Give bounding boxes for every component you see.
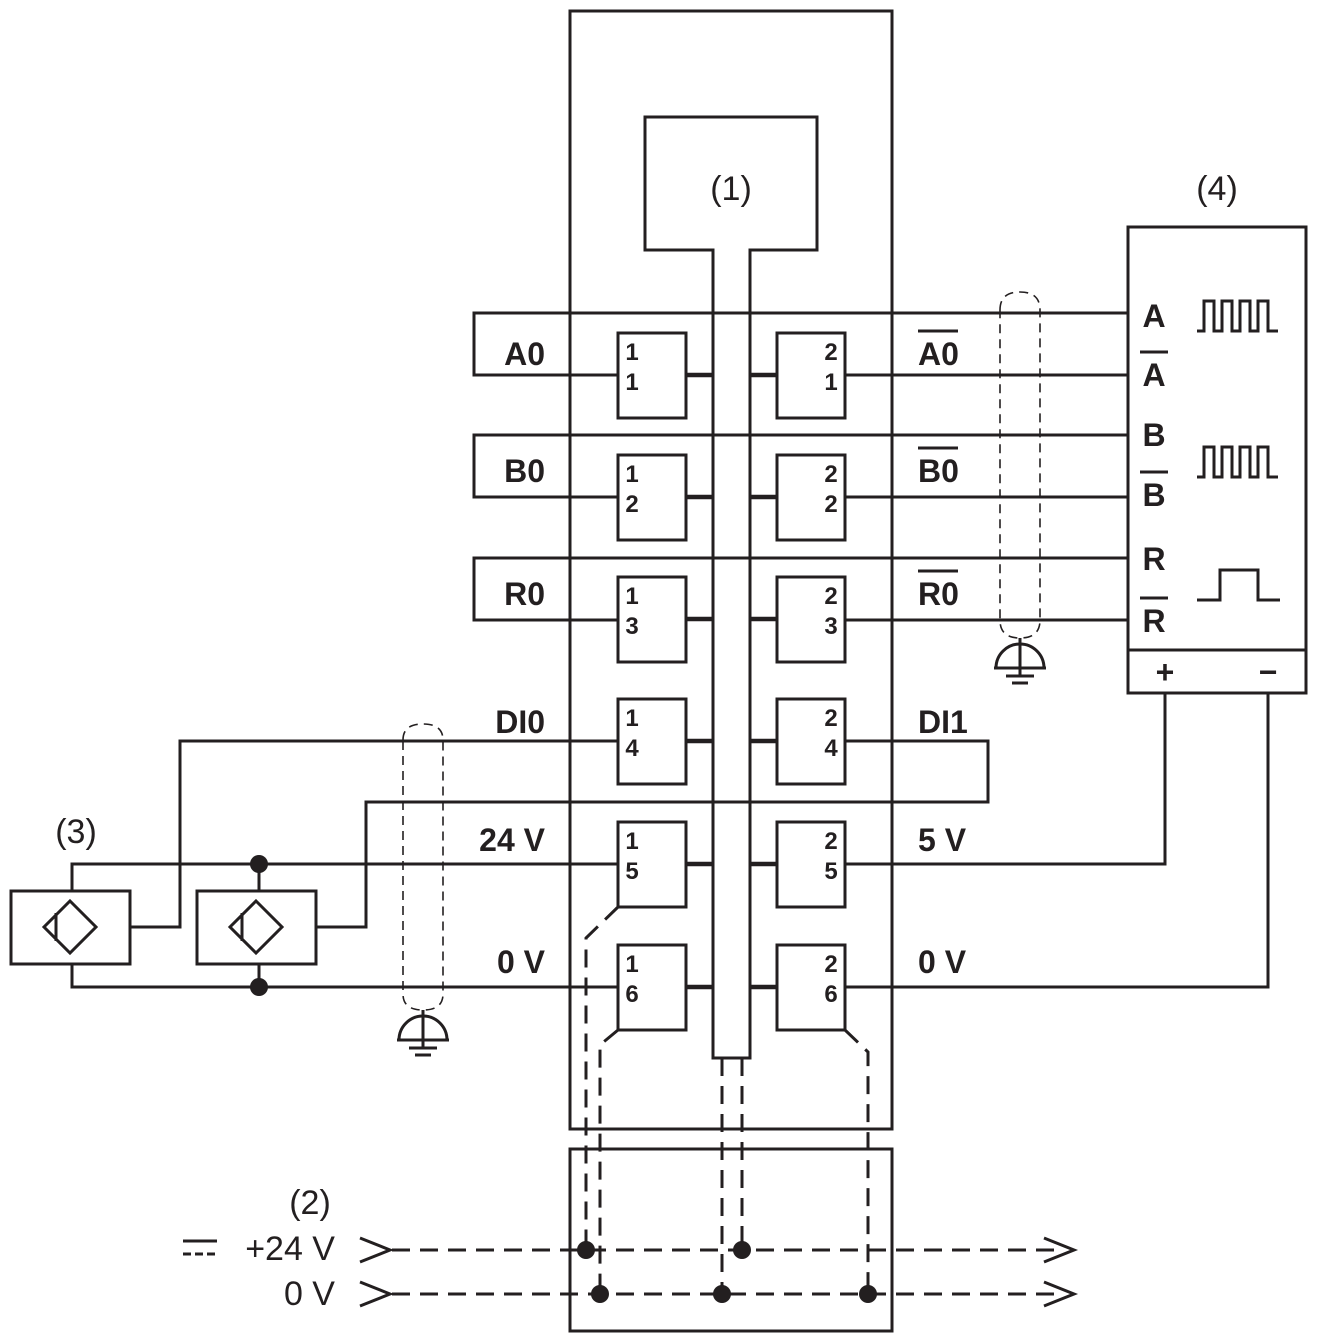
terminal-number: 2 <box>824 951 837 978</box>
left-signal-labels: A0 B0 R0 DI0 24 V 0 V <box>479 336 545 980</box>
callout-3: (3) <box>55 813 97 851</box>
label-b0-not: B0 <box>918 453 959 489</box>
encoder-a: A <box>1142 298 1165 334</box>
label-a0: A0 <box>504 336 545 372</box>
terminal-number: 6 <box>824 981 837 1008</box>
callout-2: (2) <box>289 1184 331 1222</box>
terminal-bus-links <box>686 372 777 990</box>
encoder-plus: + <box>1156 654 1175 690</box>
label-a0-not: A0 <box>918 336 959 372</box>
terminal-number: 1 <box>824 369 837 396</box>
encoder-wires-right <box>845 373 1128 622</box>
terminal-number: 1 <box>625 339 638 366</box>
junction-dot <box>577 1241 595 1259</box>
power-label-24v: +24 V <box>245 1230 335 1268</box>
terminal-number: 1 <box>625 461 638 488</box>
internal-power-links <box>584 905 870 1294</box>
terminal-number: 3 <box>824 613 837 640</box>
junction-dot <box>859 1285 877 1303</box>
encoder-power-wires <box>845 693 1270 989</box>
sensor-wires <box>70 739 990 989</box>
sensor-2 <box>195 889 318 966</box>
label-r0-not: R0 <box>918 576 959 612</box>
terminal-number: 2 <box>824 461 837 488</box>
label-0v-left: 0 V <box>497 944 546 980</box>
terminal-number: 1 <box>625 828 638 855</box>
power-label-0v: 0 V <box>284 1275 335 1313</box>
callout-1: (1) <box>710 170 752 208</box>
junction-dot <box>250 855 268 873</box>
terminal-number: 2 <box>625 491 638 518</box>
terminal-number: 6 <box>625 981 638 1008</box>
terminal-block-left <box>616 331 688 1032</box>
encoder-box <box>1126 225 1308 695</box>
terminal-number: 2 <box>824 705 837 732</box>
ground-icon <box>994 642 1046 685</box>
power-connector <box>568 1147 894 1333</box>
encoder-cable-shield <box>999 291 1041 648</box>
terminal-number: 3 <box>625 613 638 640</box>
label-5v: 5 V <box>918 822 967 858</box>
terminal-number: 5 <box>625 858 638 885</box>
junction-dot <box>250 978 268 996</box>
label-24v: 24 V <box>479 822 545 858</box>
encoder-r: R <box>1142 541 1165 577</box>
terminal-number: 5 <box>824 858 837 885</box>
terminal-number: 4 <box>625 735 639 762</box>
encoder-r-not: R <box>1142 603 1165 639</box>
label-r0: R0 <box>504 576 545 612</box>
terminal-2-2 <box>775 453 847 542</box>
label-di0: DI0 <box>495 704 545 740</box>
label-di1: DI1 <box>918 704 968 740</box>
terminal-number: 2 <box>824 583 837 610</box>
encoder-signals: A A B B R R + − <box>1140 298 1277 690</box>
internal-electronics <box>643 115 819 1060</box>
dc-symbol-icon <box>183 1239 217 1256</box>
terminal-number: 2 <box>824 828 837 855</box>
right-signal-labels: A0 B0 R0 DI1 5 V 0 V <box>918 329 968 980</box>
terminal-number: 1 <box>625 369 638 396</box>
terminal-1-1 <box>616 331 688 420</box>
encoder-b: B <box>1142 417 1165 453</box>
terminal-number: 1 <box>625 705 638 732</box>
encoder-b-not: B <box>1142 477 1165 513</box>
junction-dot <box>591 1285 609 1303</box>
encoder-wires-left <box>472 311 1128 622</box>
junction-dot <box>713 1285 731 1303</box>
terminal-number: 4 <box>824 735 838 762</box>
terminal-2-3 <box>775 575 847 664</box>
terminal-number: 2 <box>824 339 837 366</box>
pulse-waveform-icon <box>1197 299 1280 602</box>
power-bus-0v <box>359 1280 1079 1308</box>
sensor-1 <box>9 889 132 966</box>
terminal-number: 1 <box>625 583 638 610</box>
encoder-a-not: A <box>1142 357 1165 393</box>
terminal-numbers: 1 1 2 1 1 2 2 2 1 3 2 3 1 4 2 4 1 5 2 5 … <box>625 339 838 1008</box>
sensor-cable-shield <box>402 723 444 1020</box>
ground-icon <box>397 1014 449 1057</box>
label-0v-right: 0 V <box>918 944 967 980</box>
terminal-number: 2 <box>824 491 837 518</box>
power-bus-24v <box>359 1236 1079 1264</box>
label-b0: B0 <box>504 453 545 489</box>
terminal-number: 1 <box>625 951 638 978</box>
terminal-2-4 <box>775 697 847 786</box>
callout-4: (4) <box>1196 170 1238 208</box>
terminal-block-right <box>775 331 847 1032</box>
encoder-minus: − <box>1259 654 1278 690</box>
junction-dot <box>733 1241 751 1259</box>
